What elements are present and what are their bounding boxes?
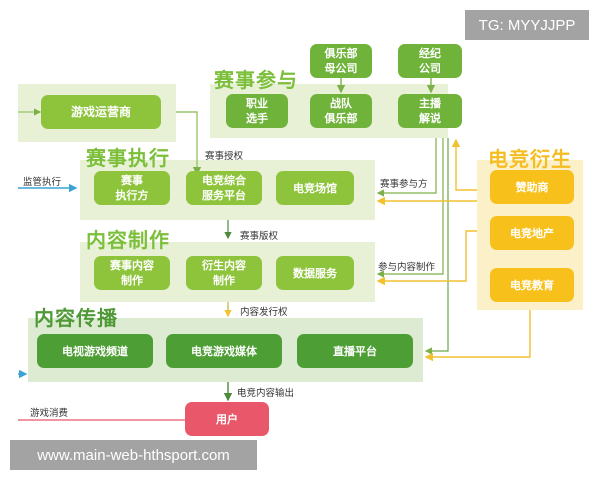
production-title: 内容制作 <box>86 228 170 252</box>
esports-venue-node[interactable]: 电竞场馆 <box>276 171 354 205</box>
supervision-label: 监管执行 <box>23 177 62 188</box>
distribution-title: 内容传播 <box>34 306 118 330</box>
team-club-node[interactable]: 战队 俱乐部 <box>310 94 372 128</box>
esports-education-node[interactable]: 电竞教育 <box>490 268 574 302</box>
distribution-rights-label: 内容发行权 <box>240 307 288 318</box>
pro-player-node[interactable]: 职业 选手 <box>226 94 288 128</box>
participants-label: 赛事参与方 <box>380 179 428 190</box>
content-participation-label: 参与内容制作 <box>378 262 436 273</box>
streamer-commentator-node[interactable]: 主播 解说 <box>398 94 462 128</box>
agency-node[interactable]: 经纪 公司 <box>398 44 462 78</box>
tv-game-channel-node[interactable]: 电视游戏频道 <box>37 334 153 368</box>
content-output-label: 电竞内容输出 <box>237 388 295 399</box>
esports-game-media-node[interactable]: 电竞游戏媒体 <box>166 334 282 368</box>
watermark-bottom-badge: www.main-web-hthsport.com <box>10 440 257 470</box>
user-node[interactable]: 用户 <box>185 402 269 436</box>
game-consumption-label: 游戏消费 <box>30 408 69 419</box>
derivatives-title: 电竞衍生 <box>488 147 572 171</box>
event-copyright-label: 赛事版权 <box>240 231 279 242</box>
sponsor-node[interactable]: 赞助商 <box>490 170 574 204</box>
live-streaming-platform-node[interactable]: 直播平台 <box>297 334 413 368</box>
participation-title: 赛事参与 <box>214 68 298 92</box>
event-organizer-node[interactable]: 赛事 执行方 <box>94 171 170 205</box>
derivative-content-production-node[interactable]: 衍生内容 制作 <box>186 256 262 290</box>
event-authorization-label: 赛事授权 <box>205 151 244 162</box>
watermark-top-badge: TG: MYYJJPP <box>465 10 589 40</box>
event-content-production-node[interactable]: 赛事内容 制作 <box>94 256 170 290</box>
execution-title: 赛事执行 <box>86 146 170 170</box>
club-parent-company-node[interactable]: 俱乐部 母公司 <box>310 44 372 78</box>
data-service-node[interactable]: 数据服务 <box>276 256 354 290</box>
game-operator-node[interactable]: 游戏运营商 <box>41 95 161 129</box>
esports-service-platform-node[interactable]: 电竞综合 服务平台 <box>186 171 262 205</box>
esports-real-estate-node[interactable]: 电竞地产 <box>490 216 574 250</box>
